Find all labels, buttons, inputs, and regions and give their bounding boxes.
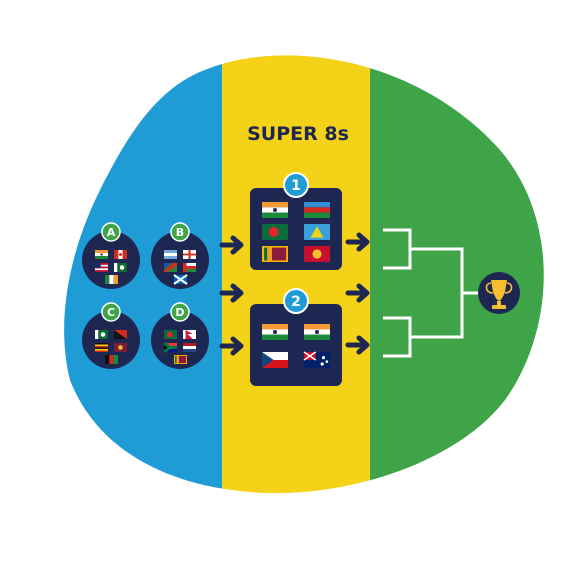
group-badge: D (170, 302, 190, 322)
flag-india (262, 324, 288, 340)
flag-pakistan (114, 263, 127, 272)
arrow-icon (219, 235, 244, 255)
flag-west-indies (114, 343, 127, 352)
flag-namibia (164, 263, 177, 272)
flag-czechia-like (262, 352, 288, 368)
flag-south-africa (163, 341, 177, 354)
flag-saint-lucia-like (304, 224, 330, 240)
flag-pakistan-like (95, 330, 108, 339)
flag-netherlands (183, 343, 196, 352)
super8-badge: 1 (283, 172, 309, 198)
arrow-icon (345, 283, 370, 303)
flag-bangladesh-like (262, 224, 288, 240)
group-label: C (107, 306, 115, 319)
flag-india (304, 324, 330, 340)
flag-azerbaijan-like (304, 202, 330, 218)
flag-oman (183, 263, 196, 272)
group-label: D (175, 306, 184, 319)
group-circle-b: B (151, 222, 209, 289)
flag-afghanistan (105, 355, 118, 364)
flag-canada (114, 250, 127, 259)
group-badge: C (101, 302, 121, 322)
knockout-band (370, 55, 544, 494)
knockout-bracket (383, 228, 480, 358)
group-badge: A (101, 222, 121, 242)
flag-bangladesh (164, 330, 177, 339)
flag-usa (95, 263, 108, 272)
group-circle-a: A (82, 222, 140, 289)
group-badge: B (170, 222, 190, 242)
arrows-to-knockout (345, 232, 370, 355)
group-stage-circles: A B C D (82, 222, 209, 369)
flag-nepal (183, 330, 196, 339)
flag-sri-lanka (262, 246, 288, 262)
group-label: A (107, 226, 116, 239)
flag-england (183, 250, 196, 259)
arrows-to-super8 (219, 235, 244, 356)
arrow-icon (345, 335, 370, 355)
flag-argentina-like (164, 250, 177, 259)
flag-scotland (173, 274, 188, 285)
flag-australia (303, 351, 330, 368)
super8-band (222, 55, 370, 494)
flag-montenegro-like (304, 246, 330, 262)
super8-badge: 2 (283, 288, 309, 314)
flag-png (114, 330, 127, 339)
flag-india (262, 202, 288, 218)
super8-group-2: 2 (250, 288, 342, 386)
trophy-icon (478, 272, 520, 314)
flag-india (95, 250, 108, 259)
group-circle-c: C (82, 302, 140, 369)
arrow-icon (219, 283, 244, 303)
super8-label: 2 (291, 294, 301, 310)
arrow-icon (345, 232, 370, 252)
flag-ireland (105, 275, 118, 284)
group-circle-d: D (151, 302, 209, 369)
page-title: SUPER 8s (247, 123, 349, 145)
super8-group-1: 1 (250, 172, 342, 270)
super8-groups: 12 (250, 172, 342, 386)
super8-label: 1 (291, 178, 301, 194)
flag-sri-lanka (174, 355, 187, 364)
group-label: B (176, 226, 184, 239)
flag-uganda (95, 343, 108, 352)
arrow-icon (219, 336, 244, 356)
